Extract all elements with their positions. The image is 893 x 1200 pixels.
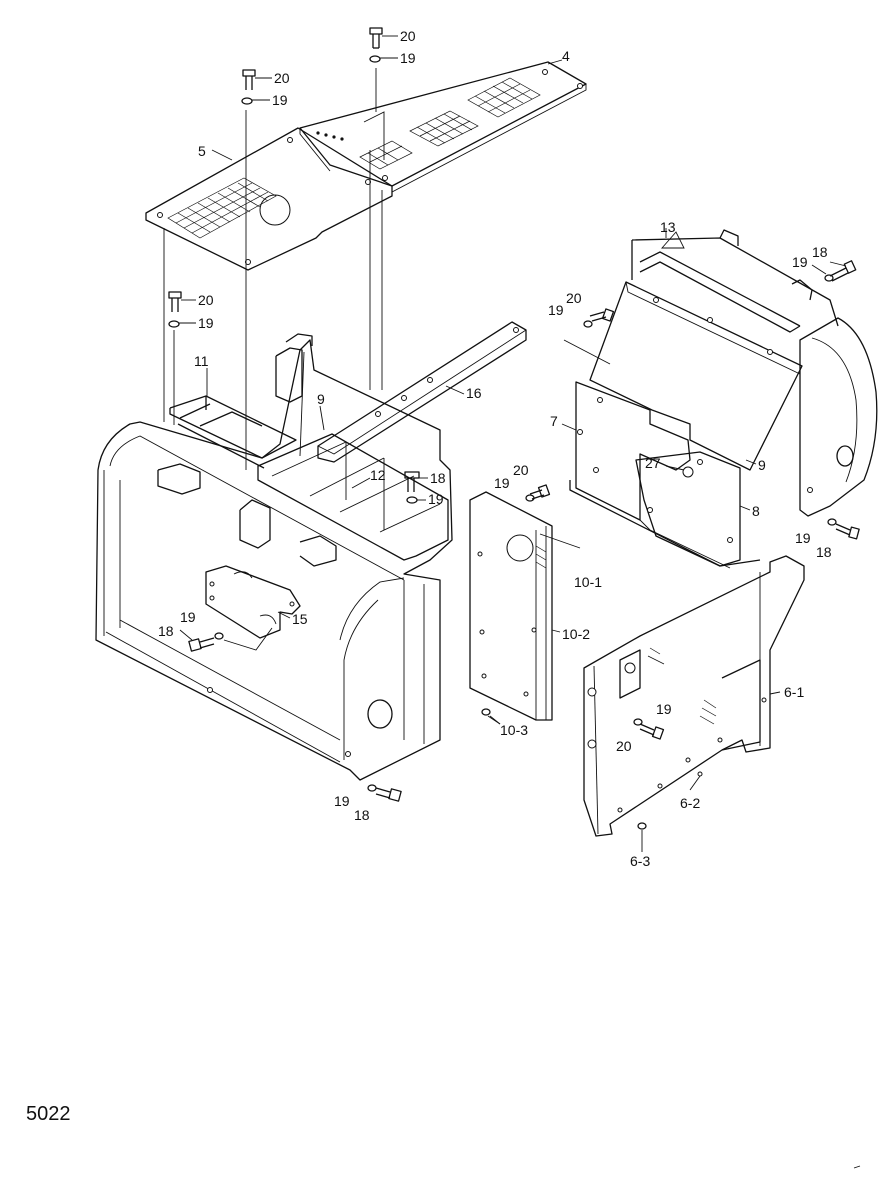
callout-20: 20 (400, 28, 416, 44)
callout-15: 15 (292, 611, 308, 627)
callout-5: 5 (198, 143, 206, 159)
callout-19: 19 (334, 793, 350, 809)
bolt-6-3 (637, 822, 647, 852)
bolt-20-left (168, 291, 196, 312)
callout-19: 19 (198, 315, 214, 331)
callout-18: 18 (816, 544, 832, 560)
part-15-bracket (205, 565, 301, 651)
washer-19-middle-right (583, 320, 593, 328)
part-6-panel (583, 555, 805, 837)
callout-20: 20 (513, 462, 529, 478)
part-13-seal (639, 231, 801, 333)
callout-6-3: 6-3 (630, 853, 650, 869)
callout-8: 8 (752, 503, 760, 519)
callout-7: 7 (550, 413, 558, 429)
bolt-20-top-left (242, 69, 272, 90)
assembly-leaders-top (163, 68, 385, 470)
part-8-plate (569, 451, 761, 569)
bolt-20-low-panel (639, 723, 665, 740)
bolt-18-bottom (375, 787, 402, 802)
callout-6-2: 6-2 (680, 795, 700, 811)
washer-19-right-top (811, 264, 834, 282)
callout-19: 19 (428, 491, 444, 507)
callout-19: 19 (548, 302, 564, 318)
callout-18: 18 (812, 244, 828, 260)
callout-19: 19 (272, 92, 288, 108)
bolt-20-top-right (369, 27, 398, 49)
part-4-top-cover (299, 61, 587, 193)
callout-9: 9 (758, 457, 766, 473)
callout-19: 19 (494, 475, 510, 491)
bolt-18-middle (404, 471, 428, 492)
corner-mark (853, 1165, 861, 1169)
bolt-20-middle-right (589, 308, 615, 322)
callout-9: 9 (317, 391, 325, 407)
callout-18: 18 (158, 623, 174, 639)
washer-19-low-panel (633, 718, 643, 726)
washer-19-left-low (214, 632, 224, 640)
callout-10-2: 10-2 (562, 626, 590, 642)
washer-19-right-low (827, 518, 837, 526)
callout-18: 18 (430, 470, 446, 486)
callout-19: 19 (180, 609, 196, 625)
callout-13: 13 (660, 219, 676, 235)
callout-leaders (206, 59, 781, 791)
bolt-18-right-low (835, 523, 860, 540)
part-7-plate (575, 381, 691, 521)
part-16-bar (317, 321, 527, 463)
washer-19-top-right (369, 55, 398, 63)
callout-4: 4 (562, 48, 570, 64)
leader-to-part9 (563, 339, 611, 365)
callout-11: 11 (194, 353, 209, 369)
callout-20: 20 (566, 290, 582, 306)
callout-6-1: 6-1 (784, 684, 804, 700)
callout-19: 19 (792, 254, 808, 270)
bolt-18-right-top (829, 260, 857, 282)
callout-16: 16 (466, 385, 482, 401)
right-side-housing (631, 229, 878, 517)
callout-19: 19 (795, 530, 811, 546)
callout-10-3: 10-3 (500, 722, 528, 738)
callout-12: 12 (370, 467, 386, 483)
callout-19: 19 (400, 50, 416, 66)
callout-27: 27 (645, 455, 661, 471)
washer-19-left (168, 320, 196, 328)
part-5-front-cover (145, 127, 393, 271)
callout-20: 20 (616, 738, 632, 754)
main-frame-housing (95, 333, 453, 781)
part-9-inclined-panel (589, 281, 803, 471)
washer-19-top-left (241, 97, 270, 105)
callout-20: 20 (198, 292, 214, 308)
callout-10-1: 10-1 (574, 574, 602, 590)
callout-19: 19 (656, 701, 672, 717)
part-10-1-panel (469, 491, 581, 721)
part-12-frame (257, 433, 449, 561)
washer-19-bottom (367, 784, 377, 792)
bolt-18-left (179, 629, 215, 652)
callout-20: 20 (274, 70, 290, 86)
document-number: 5022 (26, 1103, 71, 1125)
bolt-20-panel (529, 484, 551, 500)
callout-18: 18 (354, 807, 370, 823)
callout-labels: 20 19 4 20 19 5 13 18 19 20 19 20 19 11 … (158, 28, 832, 869)
washer-19-middle (406, 496, 426, 504)
washer-19-panel (525, 494, 535, 502)
